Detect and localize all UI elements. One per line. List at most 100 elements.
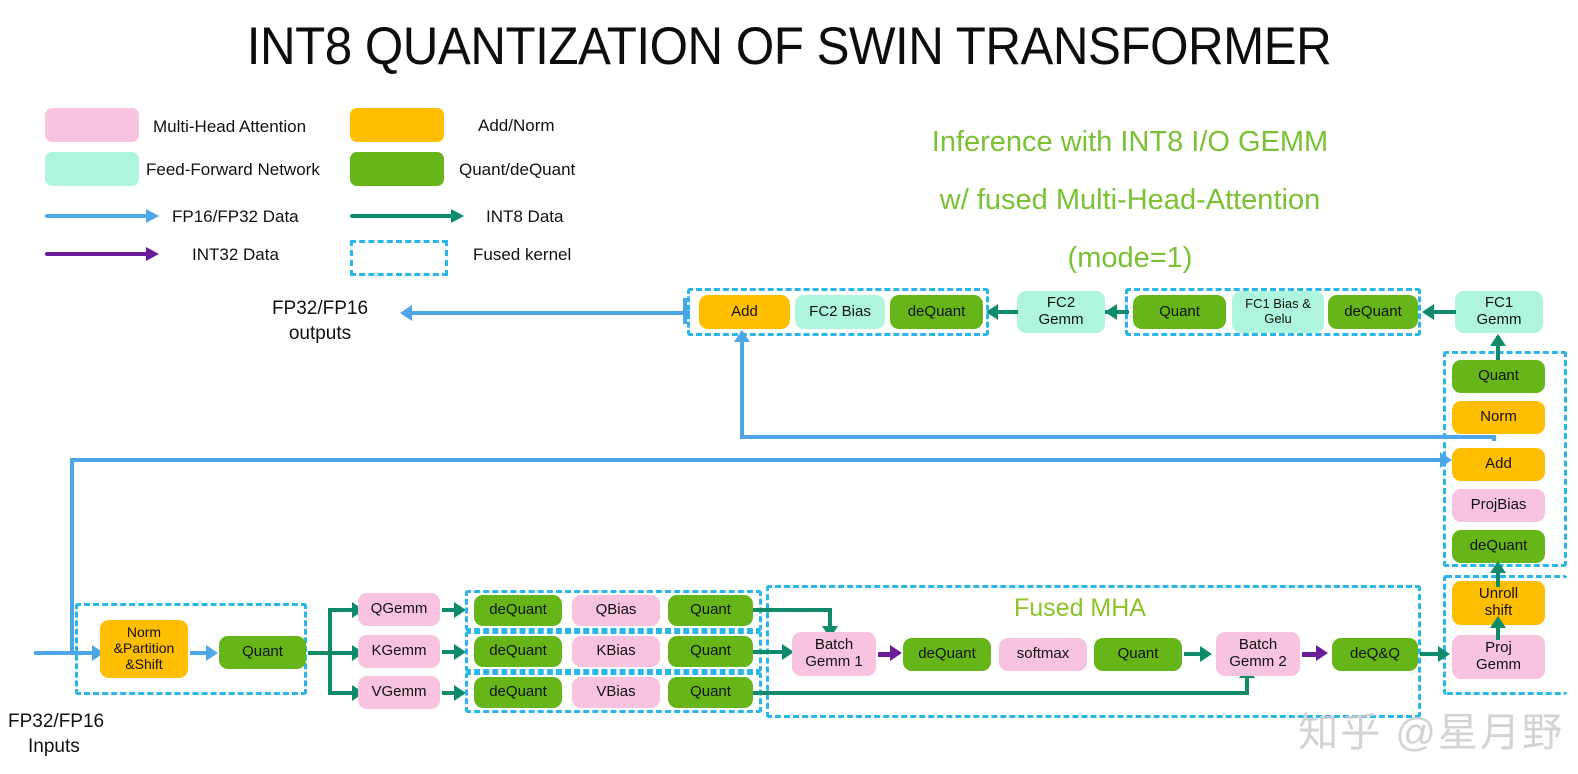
watermark: 知乎 @星月野 <box>1298 711 1564 755</box>
block-quant-k[interactable]: Quant <box>668 636 753 667</box>
k-path-h <box>753 650 785 654</box>
arrow-quantmha-to-bg2-head <box>1200 646 1212 662</box>
block-kbias[interactable]: KBias <box>572 636 660 667</box>
legend-arrow-int32 <box>45 252 148 256</box>
block-dequant-right[interactable]: deQuant <box>1452 530 1545 563</box>
arrow-vgemm-line <box>442 691 456 695</box>
arrow-fc1gemm-to-dequant-head <box>1422 304 1434 320</box>
headline-line-1: Inference with INT8 I/O GEMM <box>931 126 1329 158</box>
residual-route-top-h <box>740 435 1496 439</box>
arrow-bg1-to-dequant-line <box>878 652 894 657</box>
legend-label-fused: Fused kernel <box>473 245 572 264</box>
block-dequant-k[interactable]: deQuant <box>474 636 562 667</box>
block-dequant-fc2[interactable]: deQuant <box>890 295 983 329</box>
arrow-kgemm-head <box>454 644 466 660</box>
arrow-fc2gemm-to-dequant-line <box>998 310 1018 314</box>
input-residual-v <box>70 458 74 653</box>
block-quant-right[interactable]: Quant <box>1452 360 1545 393</box>
legend-label-fp16: FP16/FP32 Data <box>172 207 299 226</box>
block-dequant-v[interactable]: deQuant <box>474 677 562 708</box>
block-batch-gemm-1[interactable]: Batch Gemm 1 <box>792 632 876 676</box>
legend-swatch-addnorm <box>350 108 444 142</box>
q-path-h <box>753 608 832 612</box>
arrow-quantright-to-fc1gemm-head <box>1490 334 1506 346</box>
block-vbias[interactable]: VBias <box>572 677 660 708</box>
fanout-stem <box>308 651 332 655</box>
add-top-left-stub <box>683 298 687 324</box>
legend-swatch-mha <box>45 108 139 142</box>
headline-line-2: w/ fused Multi-Head-Attention <box>939 184 1321 216</box>
legend-label-quant: Quant/deQuant <box>459 160 576 179</box>
arrow-norm-to-quant-line <box>190 651 208 655</box>
page-title: INT8 QUANTIZATION OF SWIN TRANSFORMER <box>246 17 1332 76</box>
block-vgemm[interactable]: VGemm <box>358 676 440 709</box>
arrow-quant-to-fc2gemm-head <box>1105 304 1117 320</box>
residual-route-top-v2 <box>740 340 744 350</box>
block-softmax[interactable]: softmax <box>999 638 1087 671</box>
headline-line-3: (mode=1) <box>1067 242 1193 274</box>
block-quant-q[interactable]: Quant <box>668 595 753 626</box>
v-path-v <box>1245 676 1249 695</box>
arrow-bg2-to-deqq-line <box>1302 652 1320 657</box>
block-kgemm[interactable]: KGemm <box>358 635 440 668</box>
block-proj-gemm[interactable]: Proj Gemm <box>1452 635 1545 679</box>
block-quant-fc1[interactable]: Quant <box>1133 295 1226 329</box>
arrow-deqq-to-projgemm-line <box>1420 652 1444 656</box>
fanout-v-line <box>328 691 356 695</box>
fanout-k-line <box>328 651 356 655</box>
block-dequant-q[interactable]: deQuant <box>474 595 562 626</box>
block-fc1-bias-gelu[interactable]: FC1 Bias & Gelu <box>1232 291 1324 333</box>
block-quant-input[interactable]: Quant <box>219 636 306 669</box>
block-deqq[interactable]: deQ&Q <box>1332 638 1418 671</box>
block-quant-mha[interactable]: Quant <box>1094 638 1182 671</box>
block-norm-partition-shift[interactable]: Norm &Partition &Shift <box>100 620 188 678</box>
arrow-projgemm-to-unroll-head <box>1490 616 1506 628</box>
arrow-quantmha-to-bg2-line <box>1184 652 1204 656</box>
arrow-bg1-to-dequant-head <box>890 645 902 661</box>
legend-arrowhead-fp16 <box>146 209 159 223</box>
q-path-v <box>828 608 832 628</box>
legend-swatch-ffn <box>45 152 139 186</box>
arrow-fc1gemm-to-dequant-line <box>1434 310 1456 314</box>
v-path-h <box>753 691 1249 695</box>
block-qbias[interactable]: QBias <box>572 595 660 626</box>
block-projbias[interactable]: ProjBias <box>1452 489 1545 522</box>
arrow-unroll-to-dequant-head <box>1490 561 1506 573</box>
legend-label-addnorm: Add/Norm <box>478 116 555 135</box>
block-fc1-gemm[interactable]: FC1 Gemm <box>1455 291 1543 333</box>
output-label-line1: FP32/FP16 <box>271 298 369 319</box>
arrow-bg2-to-deqq-head <box>1316 645 1328 661</box>
residual-route-top-head <box>734 330 750 342</box>
legend-arrow-fp16 <box>45 214 148 218</box>
block-dequant-mha[interactable]: deQuant <box>903 638 991 671</box>
legend-label-ffn: Feed-Forward Network <box>146 160 320 179</box>
block-add-top[interactable]: Add <box>699 295 790 329</box>
arrow-qgemm-line <box>442 608 456 612</box>
arrow-vgemm-head <box>454 685 466 701</box>
residual-route-top-v <box>740 348 744 438</box>
legend-label-mha: Multi-Head Attention <box>153 117 307 136</box>
fused-frame-proj <box>1443 575 1567 695</box>
arrow-deqq-to-projgemm-head <box>1438 646 1450 662</box>
legend-arrowhead-int32 <box>146 247 159 261</box>
block-qgemm[interactable]: QGemm <box>358 593 440 626</box>
block-quant-v[interactable]: Quant <box>668 677 753 708</box>
block-add-right[interactable]: Add <box>1452 448 1545 481</box>
fused-mha-label: Fused MHA <box>1014 594 1146 622</box>
block-batch-gemm-2[interactable]: Batch Gemm 2 <box>1216 632 1300 676</box>
arrow-quantright-to-fc1gemm-line <box>1496 336 1500 360</box>
legend-dashbox-fused <box>350 240 448 276</box>
block-fc2-bias[interactable]: FC2 Bias <box>795 295 885 329</box>
block-fc2-gemm[interactable]: FC2 Gemm <box>1017 291 1105 333</box>
block-norm-right[interactable]: Norm <box>1452 401 1545 434</box>
legend-label-int8: INT8 Data <box>486 207 564 226</box>
arrow-norm-to-quant-head <box>206 645 218 661</box>
input-residual-head <box>1440 452 1452 468</box>
input-arrow-line <box>34 651 96 655</box>
input-label-line1: FP32/FP16 <box>8 711 105 732</box>
arrow-projgemm-to-unroll-line <box>1496 622 1500 640</box>
legend-swatch-quant <box>350 152 444 186</box>
block-dequant-fc1[interactable]: deQuant <box>1328 295 1418 329</box>
input-label-line2: Inputs <box>28 736 80 757</box>
